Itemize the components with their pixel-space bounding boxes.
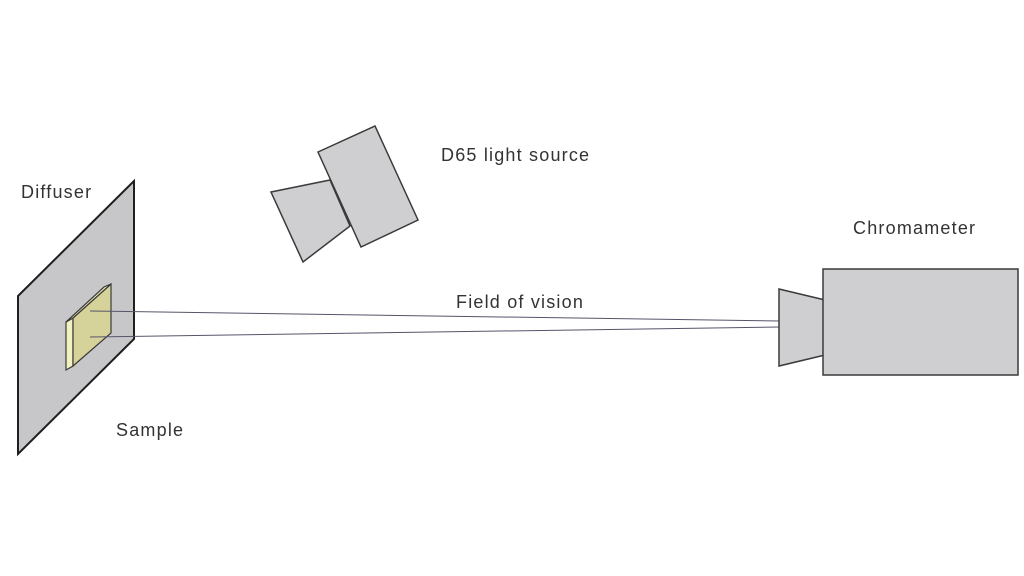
sample-top-edge	[65, 283, 112, 323]
chromameter-lens	[778, 288, 826, 367]
lamp-housing	[317, 125, 419, 249]
light-source-label: D65 light source	[441, 145, 590, 165]
vision-line-upper	[89, 310, 781, 322]
field-of-vision-lines	[89, 310, 781, 338]
chromameter-device	[778, 268, 1019, 376]
light-source-lamp	[269, 125, 419, 264]
sample-label: Sample	[116, 420, 184, 440]
chromameter-body	[822, 268, 1019, 376]
vision-line-lower	[89, 326, 781, 338]
field-of-vision-label: Field of vision	[456, 292, 584, 312]
diffuser-label: Diffuser	[21, 182, 92, 202]
lamp-reflector	[269, 179, 351, 264]
chromameter-label: Chromameter	[853, 218, 976, 238]
sample-block	[65, 282, 112, 372]
sample-edge	[65, 316, 74, 372]
